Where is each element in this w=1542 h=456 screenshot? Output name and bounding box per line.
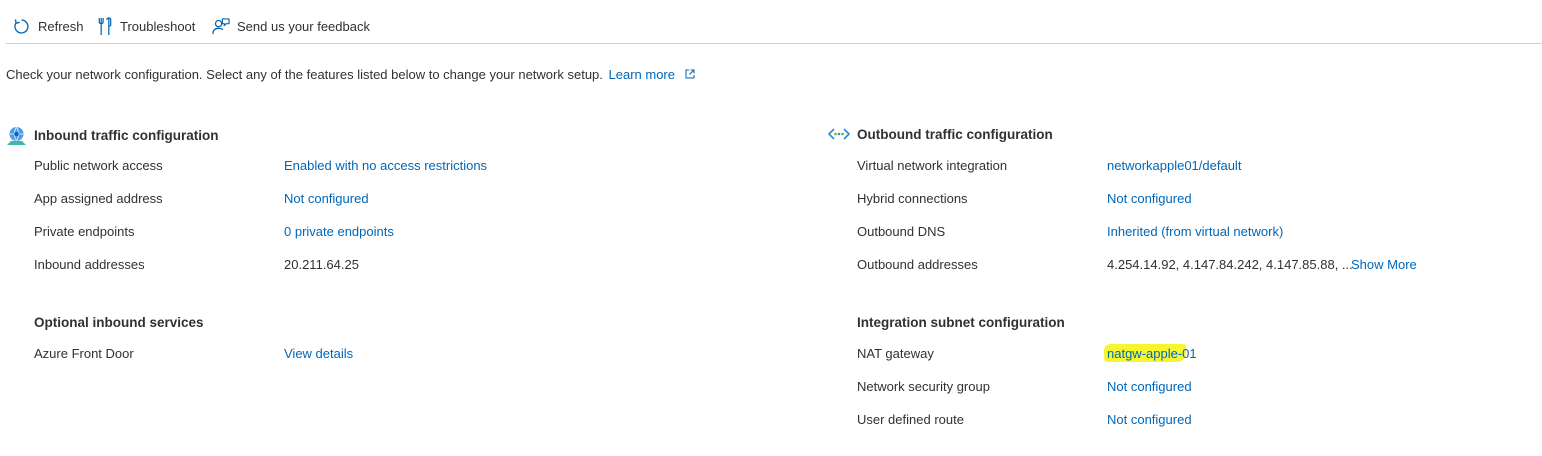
outbound-section-title: Outbound traffic configuration <box>857 126 1053 142</box>
troubleshoot-button[interactable]: Troubleshoot <box>97 16 195 36</box>
refresh-button[interactable]: Refresh <box>12 16 84 36</box>
learn-more-link[interactable]: Learn more <box>608 67 675 82</box>
toolbar-divider <box>6 43 1542 44</box>
nat-gateway-link[interactable]: natgw-apple-01 <box>1104 344 1197 362</box>
inbound-row-label: Private endpoints <box>34 224 135 239</box>
vnet-integration-link[interactable]: networkapple01/default <box>1107 158 1242 173</box>
inbound-addresses-value: 20.211.64.25 <box>284 257 359 272</box>
optional-inbound-title: Optional inbound services <box>34 315 204 330</box>
command-bar: Refresh Troubleshoot Send us your feedba… <box>0 0 1542 44</box>
refresh-icon <box>14 18 29 34</box>
private-endpoints-link[interactable]: 0 private endpoints <box>284 224 394 239</box>
subnet-row-label: NAT gateway <box>857 346 934 361</box>
feedback-button[interactable]: Send us your feedback <box>211 16 370 36</box>
inbound-row-label: Public network access <box>34 158 163 173</box>
inbound-section-title: Inbound traffic configuration <box>34 128 219 143</box>
feedback-label: Send us your feedback <box>237 18 370 34</box>
highlight-marker <box>1104 344 1186 362</box>
feedback-icon <box>212 17 230 34</box>
inbound-row-label: App assigned address <box>34 191 163 206</box>
outbound-addresses-value: 4.254.14.92, 4.147.84.242, 4.147.85.88, … <box>1107 257 1353 272</box>
outbound-row-label: Outbound addresses <box>857 257 978 272</box>
inbound-row-label: Inbound addresses <box>34 257 145 272</box>
outbound-row-label: Outbound DNS <box>857 224 946 239</box>
subnet-row-label: Network security group <box>857 379 990 394</box>
optional-inbound-row-label: Azure Front Door <box>34 346 134 361</box>
app-assigned-address-link[interactable]: Not configured <box>284 191 369 206</box>
troubleshoot-label: Troubleshoot <box>120 18 196 34</box>
hybrid-connections-link[interactable]: Not configured <box>1107 191 1192 206</box>
outbound-arrows-icon <box>828 128 850 140</box>
outbound-dns-link[interactable]: Inherited (from virtual network) <box>1107 224 1284 239</box>
udr-link[interactable]: Not configured <box>1107 412 1192 427</box>
subnet-row-label: User defined route <box>857 412 964 427</box>
intro-text: Check your network configuration. Select… <box>6 67 603 82</box>
troubleshoot-icon <box>98 16 112 35</box>
show-more-link[interactable]: Show More <box>1351 257 1417 272</box>
external-link-icon[interactable] <box>685 69 695 79</box>
refresh-label: Refresh <box>38 18 84 34</box>
outbound-row-label: Hybrid connections <box>857 191 968 206</box>
front-door-view-details-link[interactable]: View details <box>284 346 354 361</box>
outbound-row-label: Virtual network integration <box>857 158 1008 173</box>
subnet-section-title: Integration subnet configuration <box>857 315 1065 330</box>
intro-description: Check your network configuration. Select… <box>6 67 695 82</box>
inbound-globe-icon <box>7 126 26 145</box>
nsg-link[interactable]: Not configured <box>1107 379 1192 394</box>
inbound-section-header: Inbound traffic configuration <box>6 125 218 146</box>
outbound-section-header: Outbound traffic configuration <box>828 125 1053 143</box>
public-network-access-link[interactable]: Enabled with no access restrictions <box>284 158 488 173</box>
nat-gateway-text: natgw-apple-01 <box>1107 346 1197 361</box>
